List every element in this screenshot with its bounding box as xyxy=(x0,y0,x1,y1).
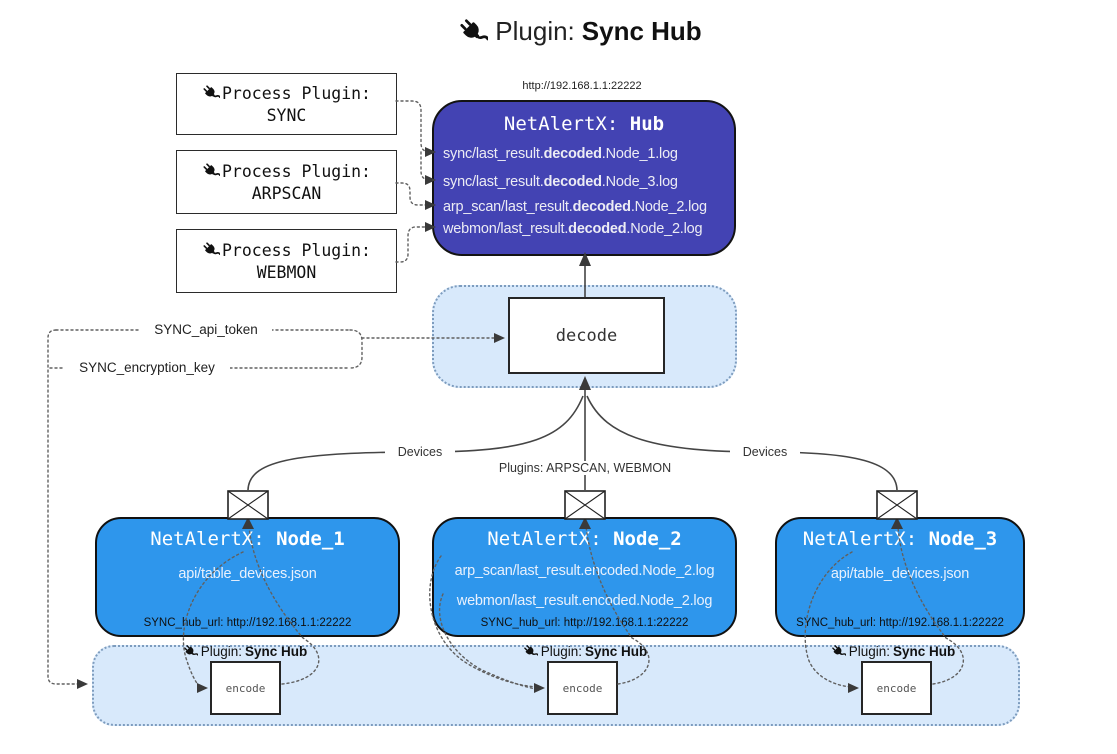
process-plugin-name: WEBMON xyxy=(256,262,317,282)
plug-icon xyxy=(458,17,488,47)
edge-node1-devices xyxy=(247,395,584,491)
encode-label: encode xyxy=(876,681,917,695)
page-title-prefix: Plugin: xyxy=(495,16,575,46)
node-1-file: api/table_devices.json xyxy=(178,566,317,582)
edge-arpscan-to-hub xyxy=(395,182,434,206)
encoder-3-label: Plugin: Sync Hub xyxy=(805,644,981,659)
process-plugin-name: ARPSCAN xyxy=(251,183,322,203)
edge-node3-devices xyxy=(586,395,898,491)
plug-icon xyxy=(831,644,846,659)
hub-log-line: sync/last_result.decoded.Node_3.log xyxy=(443,174,678,190)
devices-edge-label-left: Devices xyxy=(385,445,455,459)
hub-log-line: webmon/last_result.decoded.Node_2.log xyxy=(443,221,703,237)
hub-url-label: http://192.168.1.1:22222 xyxy=(522,80,642,92)
hub-log-line: arp_scan/last_result.decoded.Node_2.log xyxy=(443,199,707,215)
encode-label: encode xyxy=(562,681,603,695)
edge-settings-join xyxy=(349,329,363,369)
node-2-box: NetAlertX: Node_2 arp_scan/last_result.e… xyxy=(432,517,737,637)
node-2-file: arp_scan/last_result.encoded.Node_2.log xyxy=(454,563,715,579)
process-plugin-webmon-label-row: Process Plugin: xyxy=(202,241,371,260)
node-1-hub-url: SYNC_hub_url: http://192.168.1.1:22222 xyxy=(143,617,352,629)
node-3-file: api/table_devices.json xyxy=(830,566,970,582)
encode-label: encode xyxy=(225,681,266,695)
process-plugin-sync-label-row: Process Plugin: xyxy=(202,84,371,103)
edge-settings-to-band xyxy=(47,329,81,685)
plug-icon xyxy=(202,162,220,180)
plug-icon xyxy=(202,84,220,102)
plug-icon xyxy=(523,644,538,659)
process-plugin-arpscan-label-row: Process Plugin: xyxy=(202,162,371,181)
node-3-box: NetAlertX: Node_3 api/table_devices.json… xyxy=(775,517,1025,637)
edge-sync-to-hub-1 xyxy=(395,100,434,153)
envelope-icon xyxy=(876,490,918,520)
envelope-icon xyxy=(564,490,606,520)
process-plugin-arpscan-box: Process Plugin: ARPSCAN xyxy=(176,150,397,214)
encode-box-2: encode xyxy=(547,661,618,715)
node-3-hub-url: SYNC_hub_url: http://192.168.1.1:22222 xyxy=(796,617,1004,629)
hub-box: NetAlertX: Hub sync/last_result.decoded.… xyxy=(432,100,736,256)
process-plugin-sync-box: Process Plugin: SYNC xyxy=(176,73,397,135)
process-plugin-webmon-box: Process Plugin: WEBMON xyxy=(176,229,397,293)
encode-box-1: encode xyxy=(210,661,281,715)
process-plugin-label: Process Plugin: xyxy=(221,161,371,181)
node-2-file: webmon/last_result.encoded.Node_2.log xyxy=(456,593,713,609)
plug-icon xyxy=(202,241,220,259)
encoder-2-label: Plugin: Sync Hub xyxy=(497,644,673,659)
envelopes xyxy=(227,490,918,520)
process-plugin-name: SYNC xyxy=(266,105,307,125)
node-2-hub-url: SYNC_hub_url: http://192.168.1.1:22222 xyxy=(480,617,689,629)
node-3-title: NetAlertX: Node_3 xyxy=(802,528,998,550)
encoder-1-label: Plugin: Sync Hub xyxy=(157,644,333,659)
process-plugin-label: Process Plugin: xyxy=(221,240,371,260)
process-plugin-label: Process Plugin: xyxy=(221,83,371,103)
page-title-bold: Sync Hub xyxy=(581,16,702,46)
node-2-title: NetAlertX: Node_2 xyxy=(487,528,682,550)
plug-icon xyxy=(183,644,198,659)
arrow-into-band-left xyxy=(77,679,88,689)
page-title: Plugin: Sync Hub xyxy=(380,16,780,47)
sync-encryption-key-label: SYNC_encryption_key xyxy=(64,360,230,375)
envelope-icon xyxy=(227,490,269,520)
node-1-title: NetAlertX: Node_1 xyxy=(150,528,345,550)
plugins-edge-label: Plugins: ARPSCAN, WEBMON xyxy=(493,461,677,475)
decode-box: decode xyxy=(508,297,665,374)
encode-box-3: encode xyxy=(861,661,932,715)
devices-edge-label-right: Devices xyxy=(730,445,800,459)
hub-title: NetAlertX: Hub xyxy=(503,113,665,135)
sync-api-token-label: SYNC_api_token xyxy=(140,322,272,337)
decode-label: decode xyxy=(555,325,618,346)
hub-log-line: sync/last_result.decoded.Node_1.log xyxy=(443,146,678,162)
edge-webmon-to-hub xyxy=(395,226,434,263)
node-1-box: NetAlertX: Node_1 api/table_devices.json… xyxy=(95,517,400,637)
